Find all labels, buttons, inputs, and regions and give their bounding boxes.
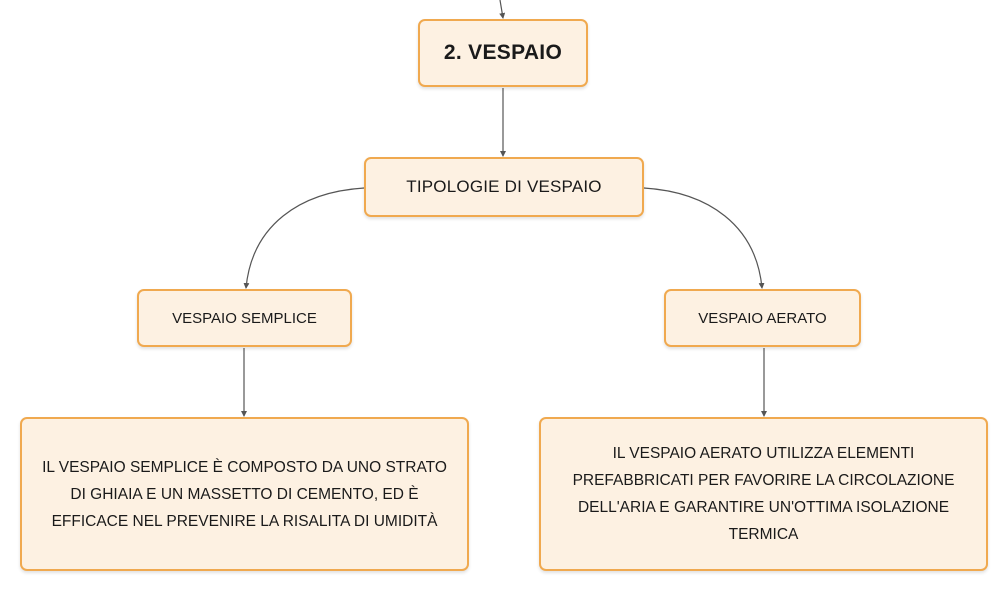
node-vespaio[interactable]: 2. VESPAIO xyxy=(418,19,588,87)
vespaio-semplice-description-text: IL VESPAIO SEMPLICE È COMPOSTO DA UNO ST… xyxy=(42,458,447,530)
node-vespaio-semplice[interactable]: VESPAIO SEMPLICE xyxy=(137,289,352,347)
node-vespaio-semplice-label: VESPAIO SEMPLICE xyxy=(172,309,317,327)
node-vespaio-aerato[interactable]: VESPAIO AERATO xyxy=(664,289,861,347)
connector-types-to-simple xyxy=(243,187,365,289)
node-tipologie-label: TIPOLOGIE DI VESPAIO xyxy=(406,177,602,196)
node-vespaio-label: 2. VESPAIO xyxy=(443,41,563,64)
node-vespaio-aerato-label: VESPAIO AERATO xyxy=(698,309,827,327)
vespaio-aerato-description-text: IL VESPAIO AERATO UTILIZZA ELEMENTI PREF… xyxy=(572,445,955,543)
connector-incoming-root xyxy=(499,0,506,19)
node-vespaio-semplice-description[interactable]: IL VESPAIO SEMPLICE È COMPOSTO DA UNO ST… xyxy=(20,417,469,571)
node-vespaio-aerato-description[interactable]: IL VESPAIO AERATO UTILIZZA ELEMENTI PREF… xyxy=(539,417,988,571)
connector-types-to-aerated xyxy=(643,187,765,289)
node-tipologie-di-vespaio[interactable]: TIPOLOGIE DI VESPAIO xyxy=(364,157,644,217)
